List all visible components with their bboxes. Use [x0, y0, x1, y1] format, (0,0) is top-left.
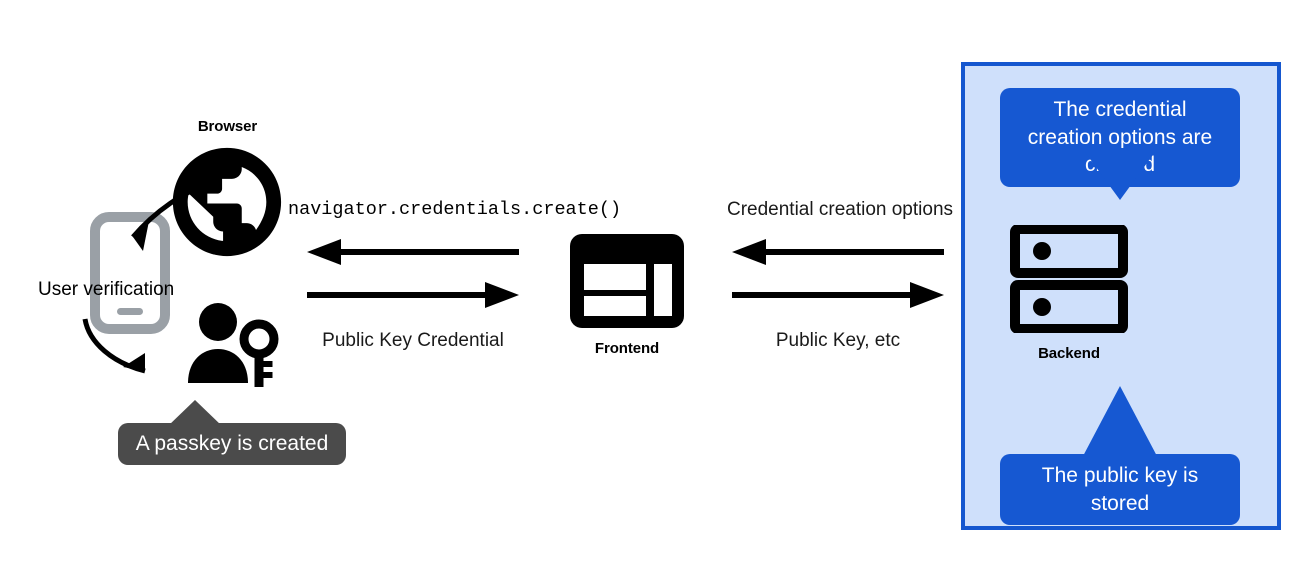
- server-storage-icon: [1010, 225, 1128, 333]
- arrow-frontend-to-browser: [305, 238, 521, 266]
- callout-passkey-created-tail: [168, 400, 222, 426]
- user-verification-label: User verification: [38, 279, 175, 300]
- callout-credential-options-tail: [1082, 148, 1158, 200]
- flow-label-navigator-create: navigator.credentials.create(): [288, 199, 622, 220]
- browser-label: Browser: [197, 118, 258, 135]
- backend-label: Backend: [1038, 345, 1100, 362]
- person-with-key-icon: [186, 303, 282, 391]
- arrow-browser-to-frontend: [305, 281, 521, 309]
- flow-label-credential-creation-options: Credential creation options: [726, 199, 954, 220]
- arrow-frontend-to-backend: [730, 281, 946, 309]
- arrow-backend-to-frontend: [730, 238, 946, 266]
- flow-label-public-key-credential: Public Key Credential: [322, 330, 504, 351]
- callout-credential-options: The credential creation options are crea…: [1000, 88, 1240, 200]
- flow-label-public-key-etc: Public Key, etc: [775, 330, 901, 351]
- globe-icon: [168, 143, 286, 261]
- callout-public-key-stored-text: The public key is stored: [1000, 454, 1240, 526]
- callout-public-key-stored-tail: [1082, 386, 1158, 458]
- web-layout-icon: [568, 232, 686, 330]
- callout-passkey-created-text: A passkey is created: [118, 423, 346, 465]
- smartphone-icon: [90, 212, 170, 334]
- frontend-label: Frontend: [594, 340, 660, 357]
